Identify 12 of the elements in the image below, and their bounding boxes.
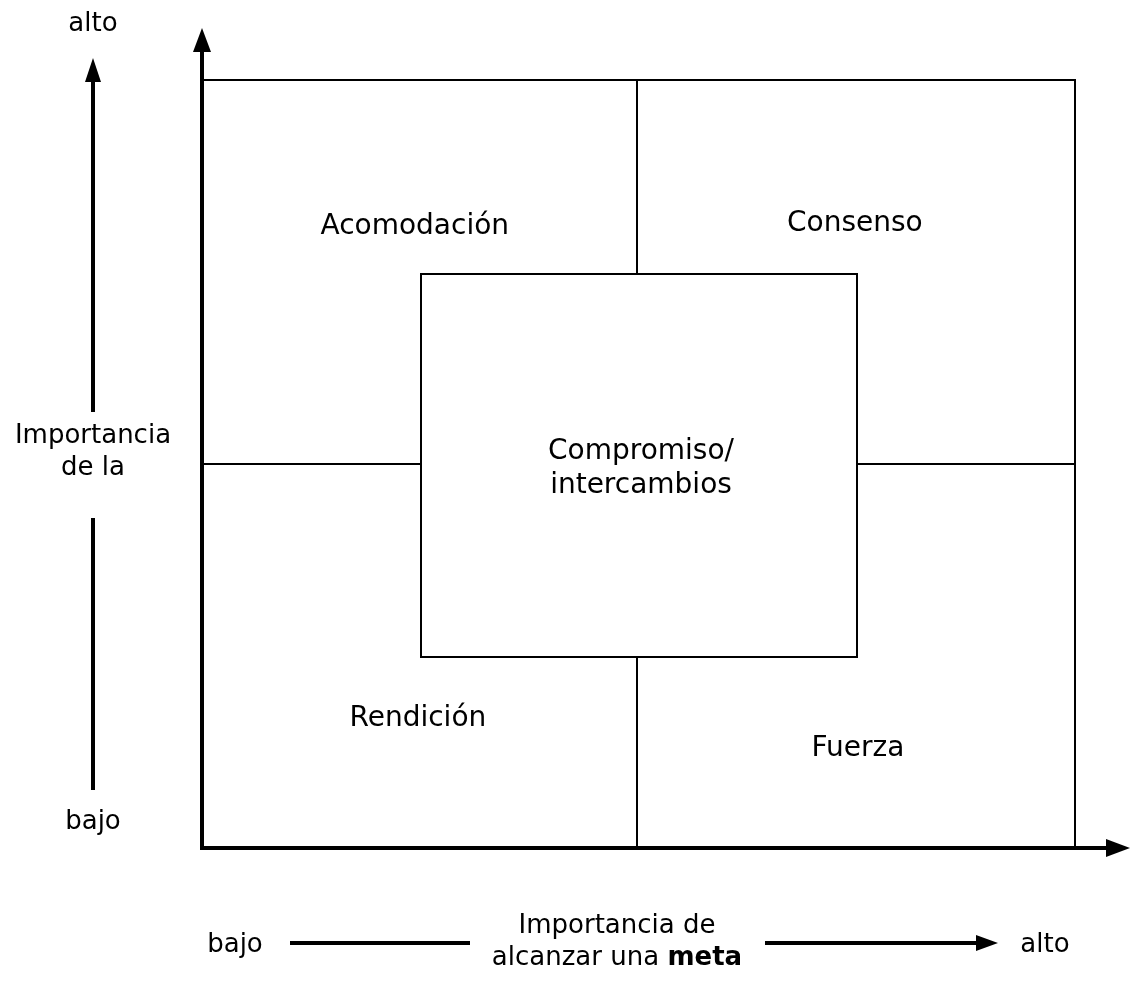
- quadrant-label: Compromiso/ intercambios: [547, 433, 735, 501]
- center-box: [420, 273, 858, 658]
- axis-label: bajo: [64, 803, 122, 836]
- quadrant-label: Fuerza: [811, 730, 905, 764]
- axis-label: Importancia de la: [13, 417, 173, 483]
- quadrant-label: Rendición: [349, 700, 487, 734]
- axis-label: alto: [67, 5, 119, 38]
- axis-label: Importancia de alcanzar una meta: [490, 907, 744, 973]
- axis-label: alto: [1019, 926, 1071, 959]
- axis-label: bajo: [206, 926, 264, 959]
- quadrant-label: Acomodación: [320, 208, 510, 242]
- quadrant-label: Consenso: [787, 205, 923, 239]
